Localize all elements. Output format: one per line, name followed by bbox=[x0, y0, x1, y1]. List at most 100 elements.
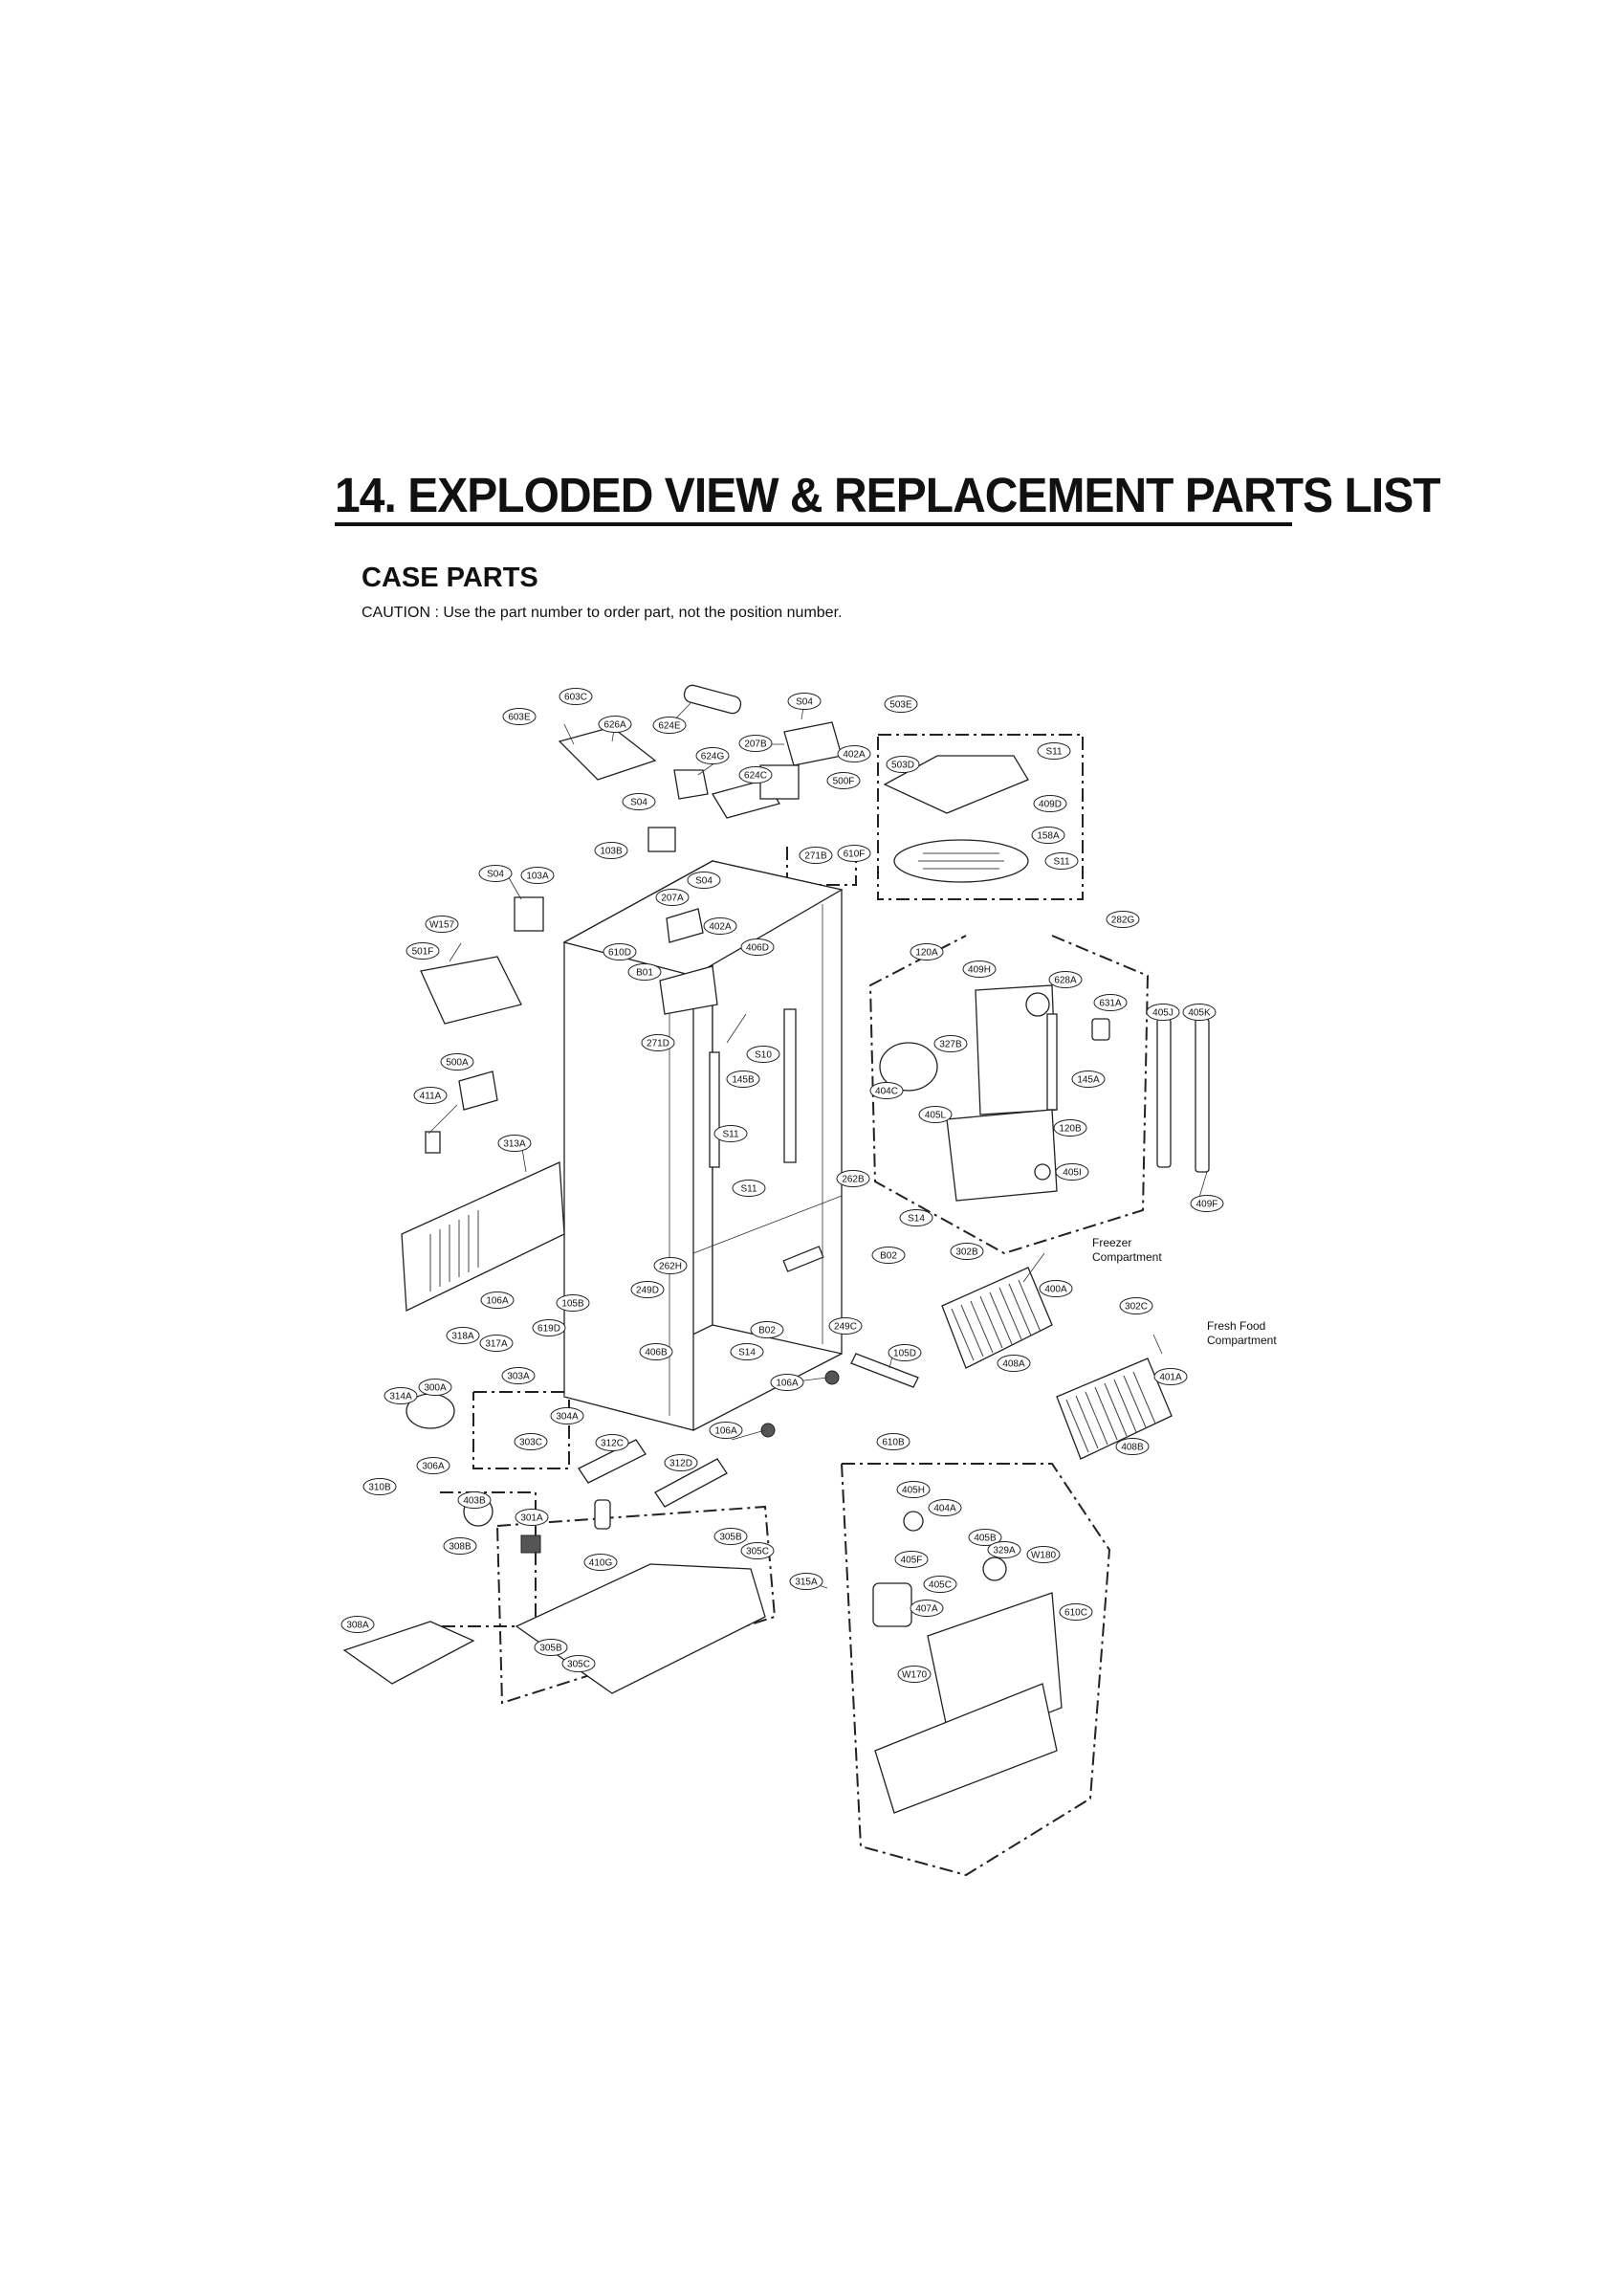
callout-label: 503D bbox=[891, 761, 914, 771]
callout-label: 305B bbox=[539, 1644, 562, 1654]
callout-405c: 405C bbox=[923, 1576, 957, 1593]
callout-label: 300A bbox=[424, 1383, 447, 1394]
callout-106a: 106A bbox=[770, 1374, 804, 1391]
callout-308a: 308A bbox=[340, 1616, 375, 1633]
callout-label: 120B bbox=[1059, 1124, 1082, 1135]
callout-303c: 303C bbox=[514, 1433, 548, 1450]
callout-label: 410G bbox=[589, 1558, 613, 1569]
callout-label: 628A bbox=[1054, 976, 1077, 986]
border-freezer-bottom bbox=[841, 1463, 1111, 1877]
callout-503d: 503D bbox=[886, 756, 920, 773]
callout-407a: 407A bbox=[910, 1600, 944, 1617]
freezer-bottom-parts bbox=[872, 1511, 1063, 1814]
part-106A-leg-2 bbox=[760, 1423, 776, 1438]
callout-label: S11 bbox=[722, 1130, 738, 1140]
callout-624e: 624E bbox=[652, 717, 687, 734]
callout-label: 103B bbox=[600, 847, 623, 857]
callout-label: 624C bbox=[744, 771, 767, 782]
callout-label: B02 bbox=[758, 1326, 776, 1336]
callout-label: 327B bbox=[939, 1040, 962, 1050]
callout-label: B02 bbox=[880, 1251, 897, 1262]
part-145A bbox=[1046, 1013, 1058, 1111]
callout-label: 308A bbox=[346, 1621, 369, 1631]
callout-label: 503E bbox=[889, 700, 912, 711]
callout-label: 313A bbox=[503, 1139, 526, 1150]
callout-label: 305C bbox=[567, 1660, 590, 1670]
part-407A bbox=[872, 1582, 912, 1627]
callout-405l: 405L bbox=[918, 1106, 953, 1123]
callout-label: 262H bbox=[659, 1262, 682, 1272]
evaporators bbox=[941, 1267, 1173, 1460]
callout-label: W157 bbox=[429, 920, 455, 931]
border-ice-maker bbox=[877, 734, 1084, 900]
part-315A bbox=[515, 1563, 766, 1694]
callout-label: 610D bbox=[608, 948, 631, 959]
callout-label: 305B bbox=[719, 1533, 742, 1543]
part-308A bbox=[342, 1621, 475, 1685]
callout-label: 303C bbox=[519, 1438, 542, 1448]
callout-106a: 106A bbox=[709, 1422, 743, 1439]
callout-405h: 405H bbox=[896, 1481, 931, 1498]
callout-409d: 409D bbox=[1033, 795, 1067, 812]
callout-label: 603C bbox=[564, 693, 587, 703]
part-411A bbox=[425, 1131, 441, 1154]
callout-207b: 207B bbox=[738, 735, 773, 752]
callout-label: 145B bbox=[732, 1075, 755, 1086]
callout-label: 626A bbox=[603, 720, 626, 731]
callout-label: 106A bbox=[714, 1426, 737, 1437]
callout-label: 158A bbox=[1037, 831, 1060, 842]
callout-249c: 249C bbox=[828, 1317, 863, 1335]
callout-500f: 500F bbox=[826, 772, 861, 789]
callout-label: 624G bbox=[701, 752, 725, 762]
callout-610f: 610F bbox=[837, 845, 871, 862]
callout-label: 314A bbox=[389, 1392, 412, 1402]
drawer-front bbox=[874, 1683, 1058, 1814]
back-cover-panel bbox=[401, 1161, 565, 1313]
callout-105d: 105D bbox=[888, 1344, 922, 1361]
part-103B bbox=[647, 827, 676, 852]
callout-120a: 120A bbox=[910, 943, 944, 960]
part-405K bbox=[1195, 1018, 1210, 1173]
callout-label: 405H bbox=[902, 1486, 925, 1496]
callout-label: S11 bbox=[1045, 747, 1062, 758]
callout-s04: S04 bbox=[622, 793, 656, 810]
callout-label: 302C bbox=[1125, 1302, 1148, 1313]
callout-label: 303A bbox=[507, 1372, 530, 1382]
callout-label: 207B bbox=[744, 740, 767, 750]
callout-label: 401A bbox=[1159, 1373, 1182, 1383]
ice-maker-parts bbox=[883, 755, 1029, 883]
callout-410g: 410G bbox=[583, 1554, 618, 1571]
group-borders bbox=[440, 734, 1150, 1877]
callout-label: 329A bbox=[993, 1546, 1016, 1556]
callout-label: 407A bbox=[915, 1604, 938, 1615]
callout-label: S10 bbox=[755, 1050, 772, 1061]
callout-label: 405C bbox=[929, 1580, 952, 1591]
callout-label: 409F bbox=[1196, 1200, 1218, 1210]
callout-282g: 282G bbox=[1106, 911, 1140, 928]
callout-label: 603E bbox=[508, 713, 531, 723]
callout-405j: 405J bbox=[1146, 1004, 1180, 1021]
callout-s14: S14 bbox=[899, 1209, 933, 1226]
freezer-label-line2: Compartment bbox=[1092, 1250, 1162, 1264]
callout-405k: 405K bbox=[1182, 1004, 1217, 1021]
callout-631a: 631A bbox=[1093, 994, 1128, 1011]
callout-label: W180 bbox=[1031, 1551, 1057, 1561]
callout-label: 409D bbox=[1039, 800, 1062, 810]
callout-158a: 158A bbox=[1031, 827, 1065, 844]
callout-626a: 626A bbox=[598, 716, 632, 733]
callout-408a: 408A bbox=[997, 1355, 1031, 1372]
callout-405i: 405I bbox=[1055, 1163, 1089, 1181]
fresh-food-label-line1: Fresh Food bbox=[1207, 1319, 1265, 1333]
callout-401a: 401A bbox=[1153, 1368, 1188, 1385]
callout-405f: 405F bbox=[894, 1551, 929, 1568]
callout-317a: 317A bbox=[479, 1335, 514, 1352]
section-title: CASE PARTS bbox=[362, 563, 538, 593]
callout-label: 315A bbox=[795, 1578, 818, 1588]
part-301A bbox=[520, 1534, 541, 1554]
cabinet bbox=[562, 859, 844, 1431]
callout-label: 406D bbox=[746, 943, 769, 954]
callout-503e: 503E bbox=[884, 695, 918, 713]
side-strips bbox=[1156, 1018, 1210, 1173]
part-329A bbox=[982, 1556, 1007, 1581]
